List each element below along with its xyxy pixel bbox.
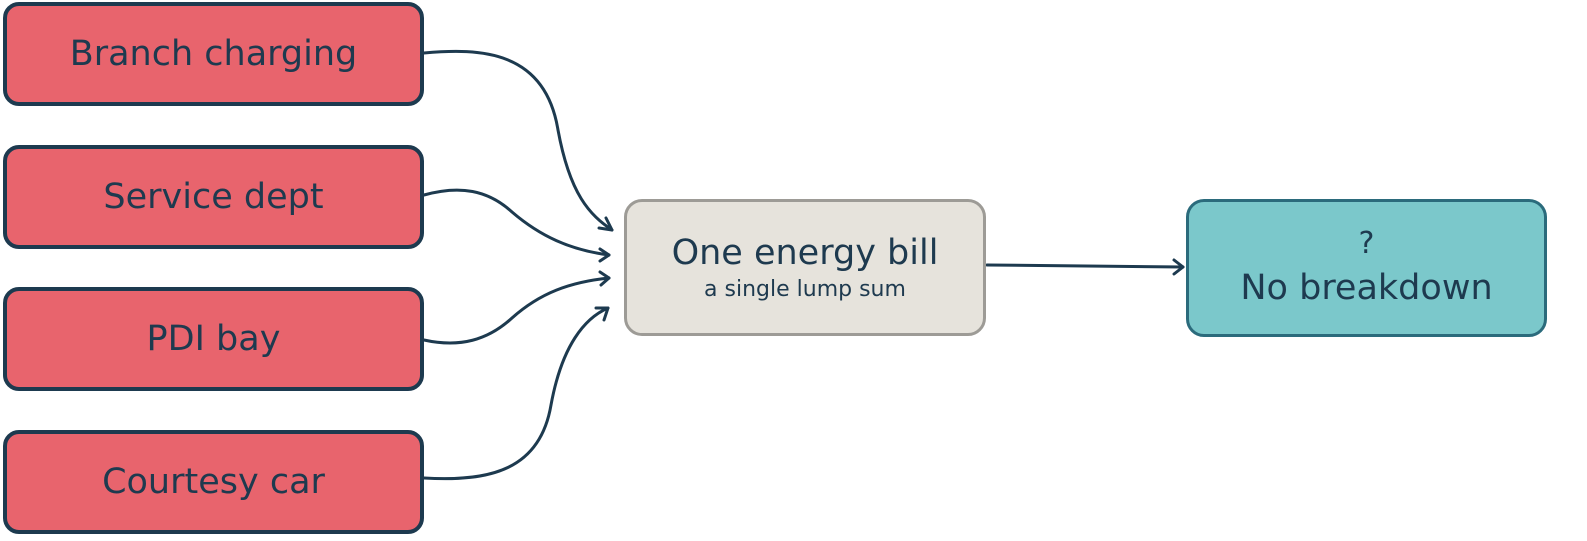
edge-branch-charging-to-bill	[422, 49, 614, 232]
no-breakdown-node: ? No breakdown	[1186, 199, 1547, 337]
source-node-branch-charging: Branch charging	[3, 2, 424, 106]
no-breakdown-title: No breakdown	[1240, 268, 1493, 308]
edge-service-dept-to-bill	[422, 188, 611, 257]
energy-bill-subtitle: a single lump sum	[704, 276, 906, 302]
energy-bill-node: One energy bill a single lump sum	[624, 199, 986, 336]
source-label: PDI bay	[146, 319, 281, 359]
source-label: Courtesy car	[102, 462, 325, 502]
arrowhead-result	[1172, 258, 1185, 276]
arrowhead-courtesy-car	[594, 306, 610, 322]
source-label: Service dept	[103, 177, 324, 217]
source-node-pdi-bay: PDI bay	[3, 287, 424, 391]
edge-pdi-bay-to-bill	[422, 276, 611, 345]
arrowhead-pdi-bay	[598, 270, 611, 287]
source-label: Branch charging	[69, 34, 358, 74]
arrowhead-branch-charging	[597, 216, 614, 232]
energy-bill-title: One energy bill	[671, 232, 939, 273]
question-mark: ?	[1358, 226, 1375, 261]
edge-bill-to-result	[985, 263, 1185, 269]
source-node-courtesy-car: Courtesy car	[3, 430, 424, 534]
edge-courtesy-car-to-bill	[422, 306, 610, 481]
source-node-service-dept: Service dept	[3, 145, 424, 249]
arrowhead-service-dept	[598, 247, 611, 263]
